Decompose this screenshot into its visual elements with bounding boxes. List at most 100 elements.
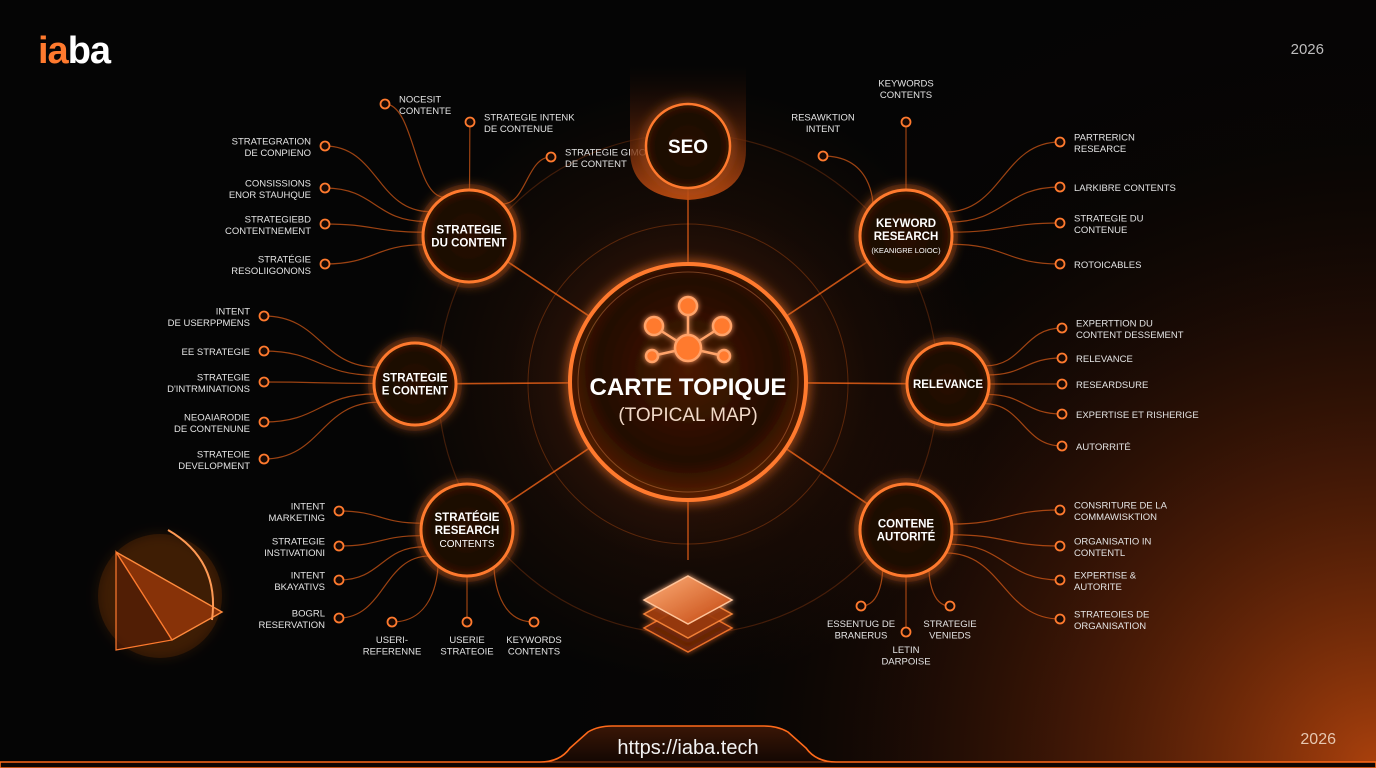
hub-label: CONTENE: [878, 519, 935, 531]
leaf-label: LETIN: [893, 645, 920, 656]
center-title: CARTE TOPIQUE: [590, 374, 787, 401]
leaf-label: RESAWKTION: [791, 113, 855, 124]
leaf-label: EE STRATEGIE: [182, 347, 250, 358]
hub-circle: [858, 482, 954, 578]
hub-circle: [372, 341, 458, 427]
hub-label: STRATÉGIE: [435, 511, 500, 524]
leaf-connector: [945, 552, 1061, 620]
leaf-label: DE CONPIENO: [244, 148, 311, 159]
leaf-label: STRATEGIE: [272, 536, 325, 547]
leaf-node[interactable]: EXPERTISE ET RISHERIGE: [1056, 408, 1199, 422]
leaf-label: CONTENTL: [1074, 548, 1125, 559]
leaf-dot: [258, 310, 270, 322]
hub-label: RESEARCH: [874, 231, 939, 243]
year-bottom: 2026: [1300, 731, 1336, 748]
spoke-line: [504, 446, 591, 506]
leaf-connector: [951, 509, 1061, 525]
hub-label: KEYWORD: [876, 218, 936, 230]
leaf-connector: [945, 141, 1061, 213]
leaf-label: D'INTRMINATIONS: [167, 384, 250, 395]
leaf-label: STRATEGIEBD: [245, 214, 311, 225]
leaf-dot: [319, 182, 331, 194]
hub-node-relevance[interactable]: RELEVANCE: [901, 337, 995, 431]
leaf-label: BRANERUS: [835, 631, 888, 642]
leaf-node[interactable]: AUTORRITÉ: [1056, 440, 1131, 454]
leaf-connector: [338, 555, 430, 619]
leaf-node[interactable]: RESEARDSURE: [1056, 378, 1149, 392]
hub-label: DU CONTENT: [431, 238, 506, 250]
leaf-connector: [263, 381, 375, 385]
leaf-connector: [263, 315, 378, 368]
leaf-dot: [1054, 540, 1066, 552]
leaf-connector: [324, 244, 424, 265]
leaf-label: USERIE: [449, 635, 484, 646]
leaf-label: DEVELOPMENT: [178, 461, 250, 472]
leaf-node[interactable]: RELEVANCE: [1056, 352, 1133, 366]
leaf-label: EXPERTTION DU: [1076, 318, 1153, 329]
leaf-node[interactable]: EXPERTISE &AUTORITE: [1054, 570, 1137, 593]
leaf-dot: [1054, 136, 1066, 148]
leaf-label: INTENT: [216, 306, 251, 317]
hub-circle: [421, 188, 517, 284]
prism-decoration: [98, 529, 224, 658]
leaf-label: DE USERPPMENS: [168, 318, 250, 329]
leaf-node[interactable]: LARKIBRE CONTENTS: [1054, 181, 1176, 195]
leaf-node[interactable]: USERI-REFERENNE: [363, 616, 422, 658]
leaf-label: DE CONTENUE: [484, 124, 553, 135]
spoke-line: [805, 382, 908, 385]
center-node[interactable]: CARTE TOPIQUE (TOPICAL MAP): [568, 262, 808, 502]
leaf-label: STRATEGIE: [197, 372, 250, 383]
leaf-connector: [949, 543, 1061, 581]
leaf-dot: [1056, 378, 1068, 390]
leaf-label: RESEARDSURE: [1076, 380, 1148, 391]
layer-stack-icon: [642, 575, 734, 653]
hub-circle: [905, 341, 991, 427]
leaf-label: DARPOISE: [881, 657, 930, 668]
seo-node[interactable]: SEO: [630, 66, 746, 200]
footer-url[interactable]: https://iaba.tech: [617, 737, 759, 759]
leaf-label: LARKIBRE CONTENTS: [1074, 183, 1176, 194]
brand-logo: iaba: [38, 30, 111, 73]
leaf-dot: [817, 150, 829, 162]
leaf-label: ORGANISATION: [1074, 621, 1146, 632]
leaf-node[interactable]: EE STRATEGIE: [182, 345, 270, 359]
seo-label: SEO: [668, 137, 708, 158]
hub-label: RESEARCH: [435, 525, 500, 537]
leaf-node[interactable]: ROTOICABLES: [1054, 258, 1142, 272]
leaf-dot: [319, 218, 331, 230]
leaf-label: CONTENTNEMENT: [225, 226, 311, 237]
